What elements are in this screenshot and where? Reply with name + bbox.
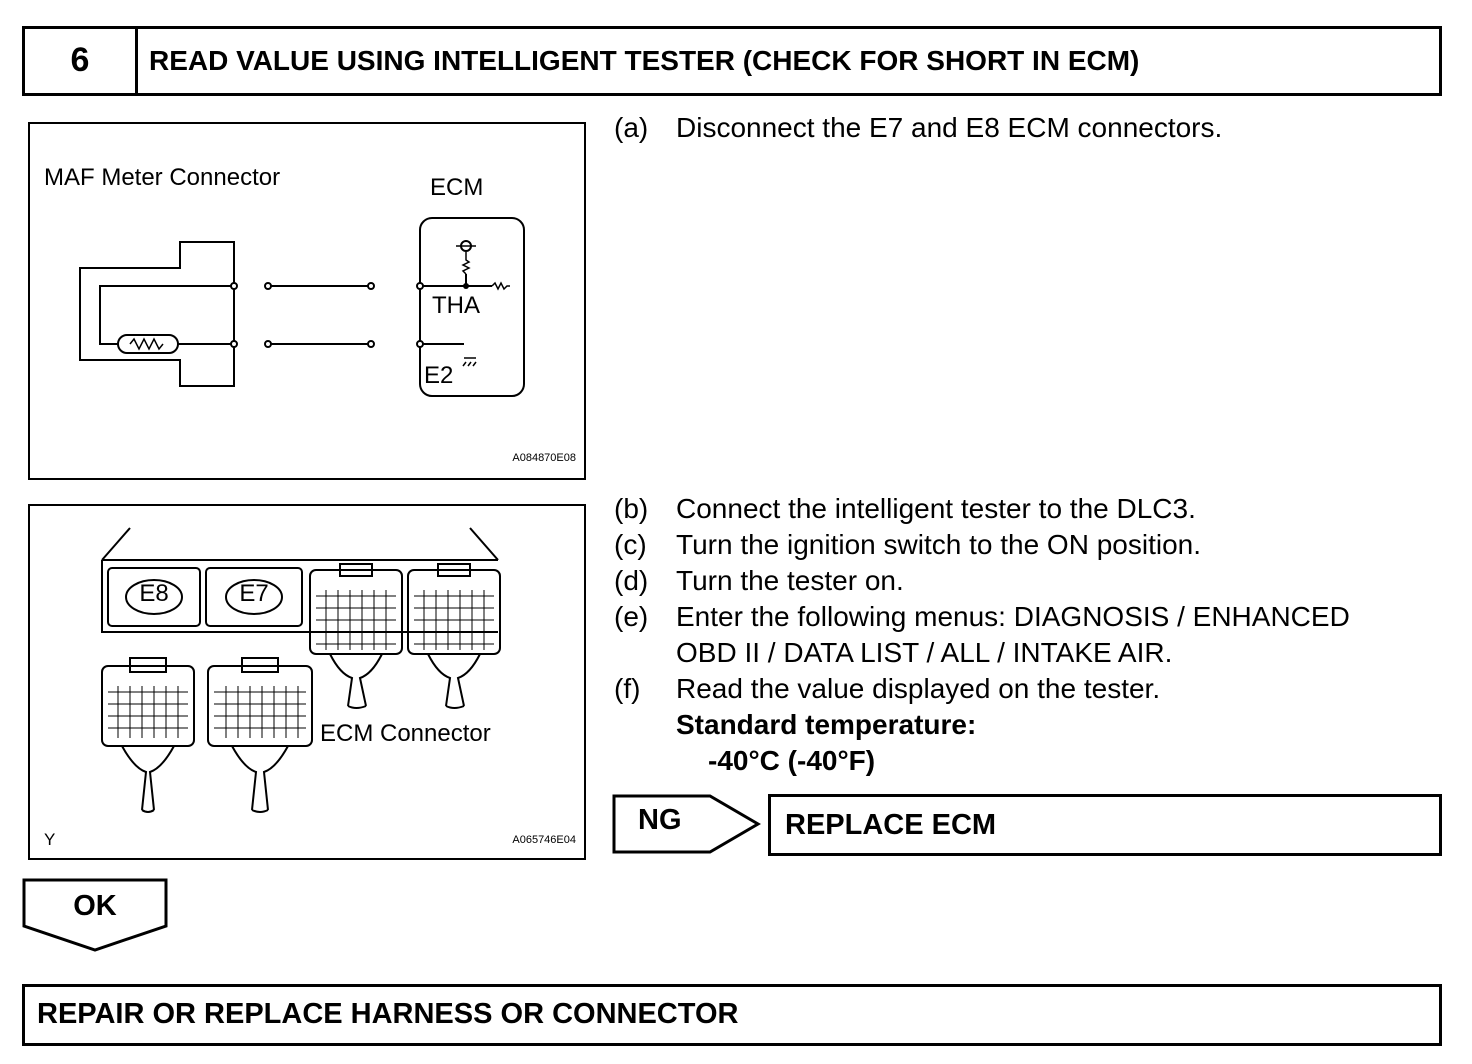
figure2-code: A065746E04	[512, 834, 576, 846]
e8-oval	[125, 579, 183, 615]
instruction-label: (a)	[614, 112, 649, 143]
e7-oval	[225, 579, 283, 615]
standard-value: -40°C (-40°F)	[708, 745, 876, 776]
e7-connector-plug	[207, 665, 313, 747]
instruction-label: (e)	[614, 601, 649, 632]
instruction-label: (d)	[614, 565, 649, 596]
instruction-label: (b)	[614, 493, 649, 524]
wiring-diagram-drawing	[79, 217, 525, 397]
maf-inner-wire	[99, 285, 234, 345]
ecm-connector-label: ECM Connector	[320, 720, 491, 748]
instruction-text: Connect the intelligent tester to the DL…	[676, 493, 1196, 524]
instruction-text: Read the value displayed on the tester.	[676, 673, 1161, 704]
thermistor-symbol	[129, 337, 164, 351]
ng-label: NG	[638, 804, 682, 836]
ng-result-box: REPLACE ECM	[768, 794, 1442, 856]
maf-pin-1	[230, 282, 238, 290]
ok-label: OK	[73, 890, 117, 922]
figure1-code: A084870E08	[512, 452, 576, 464]
e7-socket	[205, 567, 303, 627]
maf-connector-outline	[79, 241, 235, 387]
ecm-box	[419, 217, 525, 397]
ng-result-text: REPLACE ECM	[785, 809, 997, 841]
step-title: READ VALUE USING INTELLIGENT TESTER (CHE…	[149, 45, 1140, 76]
e7-label: E7	[239, 580, 269, 607]
ecm-connector-illustration: E8 E7 ECM Connector Y A065746E04	[28, 504, 586, 860]
final-action-text: REPAIR OR REPLACE HARNESS OR CONNECTOR	[37, 998, 739, 1030]
step-header: 6 READ VALUE USING INTELLIGENT TESTER (C…	[22, 26, 1442, 96]
thermistor-body	[117, 334, 179, 354]
instruction-e-continued: OBD II / DATA LIST / ALL / INTAKE AIR.	[676, 637, 1173, 668]
plugged-connector-1	[309, 569, 403, 655]
instruction-text: Disconnect the E7 and E8 ECM connectors.	[676, 112, 1223, 143]
maf-pin-2	[230, 340, 238, 348]
e8-socket	[107, 567, 201, 627]
tha-label: THA	[432, 292, 480, 319]
instruction-text: Enter the following menus: DIAGNOSIS / E…	[676, 601, 1350, 632]
e2-label: E2	[424, 362, 454, 389]
ng-arrow: NG	[612, 792, 762, 861]
standard-heading: Standard temperature:	[676, 709, 977, 740]
maf-connector-label: MAF Meter Connector	[44, 164, 281, 191]
figure2-corner-label: Y	[44, 830, 56, 849]
ok-arrow: OK	[22, 878, 170, 959]
instruction-text: Turn the tester on.	[676, 565, 904, 596]
instruction-label: (f)	[614, 673, 641, 704]
final-action-box: REPAIR OR REPLACE HARNESS OR CONNECTOR	[22, 984, 1442, 1046]
wiring-diagram: MAF Meter Connector ECM THA E2 A084870E0…	[28, 122, 586, 480]
instruction-text: Turn the ignition switch to the ON posit…	[676, 529, 1201, 560]
e8-connector-plug	[101, 665, 195, 747]
step-number: 6	[25, 29, 138, 93]
plugged-connector-2	[407, 569, 501, 655]
e8-label: E8	[139, 580, 169, 607]
ok-arrow-shape	[22, 878, 168, 952]
ecm-connector-drawing	[101, 527, 501, 813]
ng-arrow-shape	[612, 794, 761, 854]
ecm-label: ECM	[430, 174, 484, 201]
instruction-label: (c)	[614, 529, 647, 560]
